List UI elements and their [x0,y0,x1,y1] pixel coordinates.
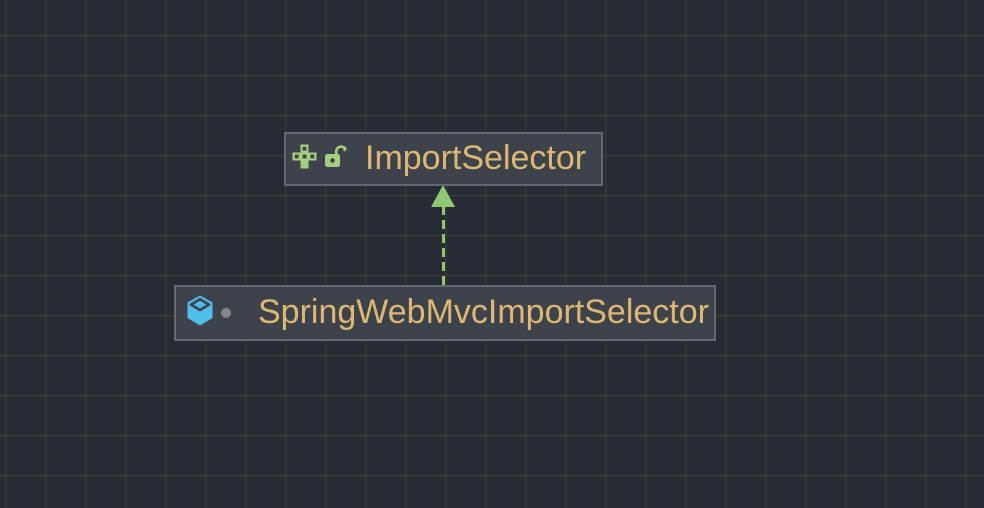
implements-arrowhead [431,185,455,207]
interface-icon [292,144,317,174]
node-label-importselector: ImportSelector [365,138,587,177]
unlocked-icon [323,144,349,175]
diagram-node-importselector[interactable]: ImportSelector [284,132,603,186]
implements-edge-dashed-line [442,206,445,285]
package-private-dot-icon [221,308,231,318]
node-label-springwebmvcimportselector: SpringWebMvcImportSelector [258,292,709,331]
diagram-node-springwebmvcimportselector[interactable]: SpringWebMvcImportSelector [174,285,716,341]
class-icon [186,295,214,331]
